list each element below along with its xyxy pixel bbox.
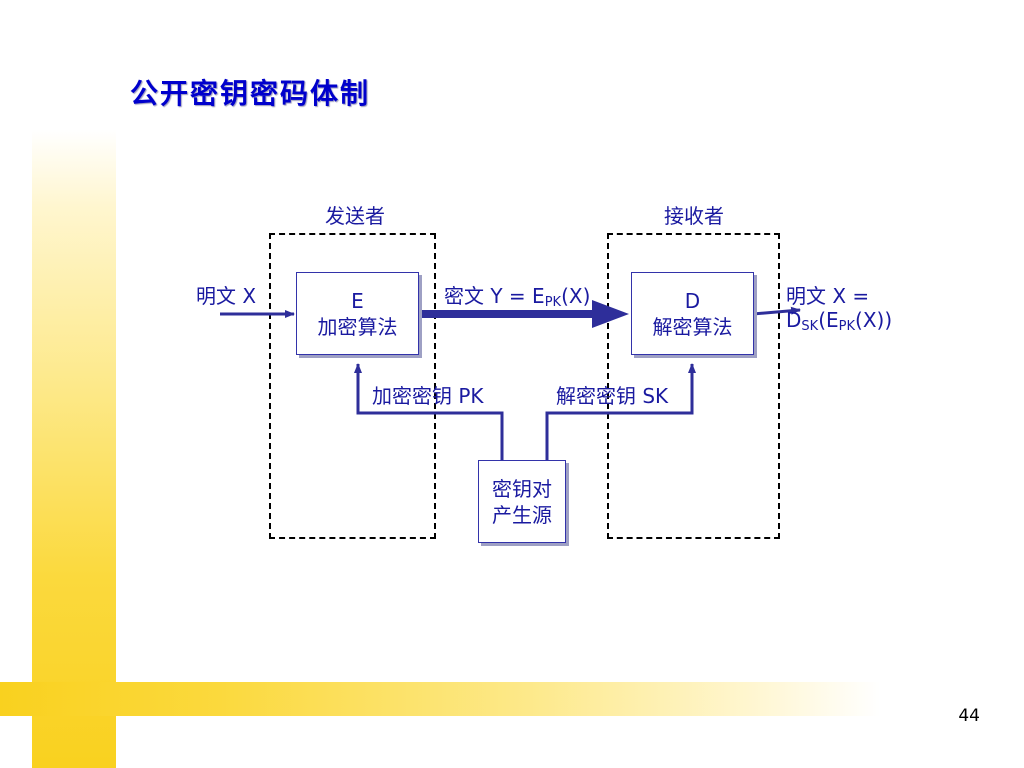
ciphertext-prefix: 密文 Y = E <box>444 284 545 308</box>
keygen-box-line2: 产生源 <box>492 502 552 527</box>
ciphertext-suffix: (X) <box>561 284 591 308</box>
plaintext-output-line1: 明文 X = <box>786 284 870 308</box>
ciphertext-label: 密文 Y = EPK(X) <box>444 284 590 315</box>
page-number: 44 <box>958 706 980 726</box>
decrypt-box-name: 解密算法 <box>652 314 733 339</box>
plaintext-input-label: 明文 X <box>196 284 257 308</box>
keygen-box-line1: 密钥对 <box>492 476 552 501</box>
key-pair-generator-box: 密钥对 产生源 <box>478 460 566 543</box>
plaintext-output-line2: DSK(EPK(X)) <box>786 308 892 339</box>
receiver-label: 接收者 <box>664 204 724 228</box>
dec-key-path <box>545 363 696 460</box>
enc-key-path <box>354 363 504 460</box>
decrypt-fn-subscript: SK <box>801 319 819 334</box>
ciphertext-subscript: PK <box>544 295 562 310</box>
decorative-vertical-bar <box>32 130 116 768</box>
slide-title: 公开密钥密码体制 <box>130 77 371 110</box>
encrypt-box-name: 加密算法 <box>317 314 398 339</box>
encrypt-box-letter: E <box>351 288 364 313</box>
encrypt-algorithm-box: E 加密算法 <box>296 272 419 355</box>
ciphertext-arrow-head <box>592 300 629 328</box>
decrypt-fn-letter: D <box>786 308 802 332</box>
enc-key-label: 加密密钥 PK <box>372 384 484 408</box>
plaintext-out-arrow <box>752 306 801 316</box>
decrypt-box-letter: D <box>684 288 701 313</box>
encrypt-fn-subscript: PK <box>838 319 856 334</box>
decrypt-algorithm-box: D 解密算法 <box>631 272 754 355</box>
sender-label: 发送者 <box>325 204 385 228</box>
sender-region <box>269 233 436 539</box>
plaintext-output-label: 明文 X = DSK(EPK(X)) <box>786 284 892 339</box>
dec-key-label: 解密密钥 SK <box>556 384 669 408</box>
receiver-region <box>607 233 780 539</box>
decorative-horizontal-bar <box>0 682 880 716</box>
plaintext-output-end: (X)) <box>855 308 893 332</box>
encrypt-fn-open: (E <box>818 308 839 332</box>
